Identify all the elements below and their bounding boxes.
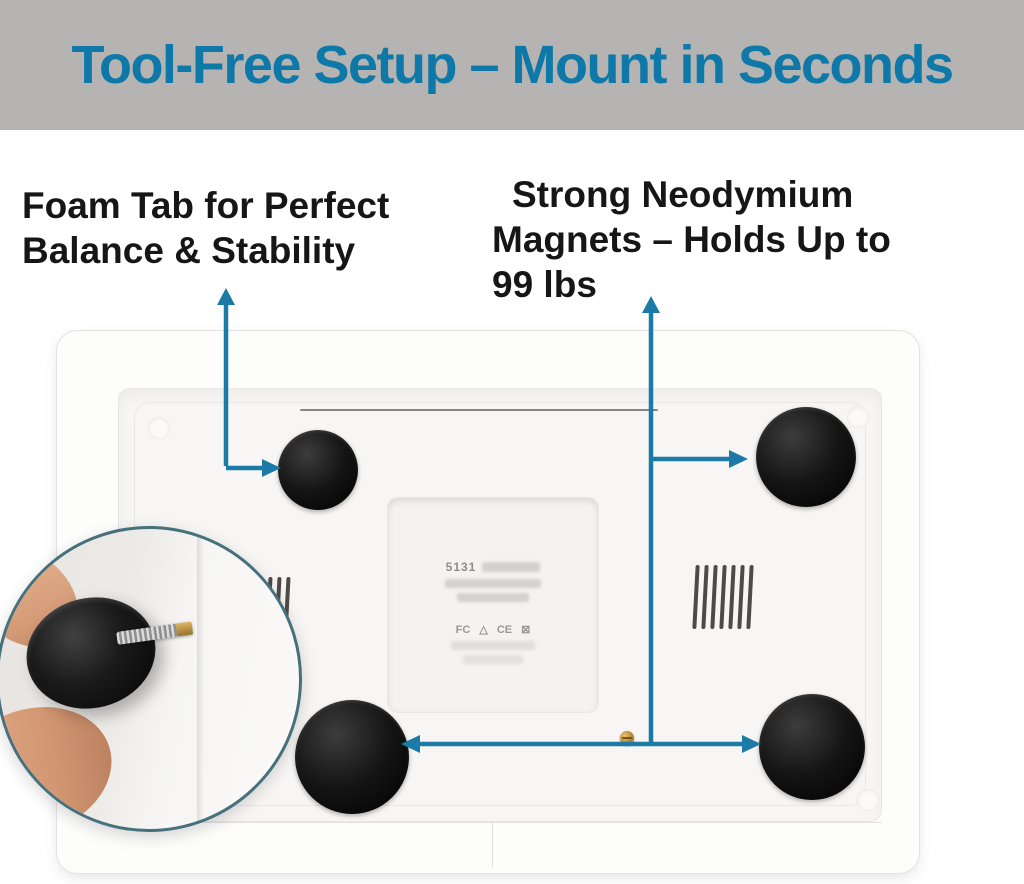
recycle-icon: △ (479, 624, 488, 636)
serial-row: 5131 (388, 560, 598, 574)
magnet-foot-top-right (756, 407, 856, 507)
blurred-text-bar (451, 641, 535, 650)
brass-stud-tip (175, 621, 194, 637)
panel-edge-shadow (197, 529, 204, 829)
blurred-text-bar (463, 655, 523, 664)
fcc-mark: FC (455, 624, 471, 636)
corner-indent (857, 789, 879, 811)
ce-mark: CE (496, 624, 513, 636)
bottom-seam-line (118, 822, 882, 823)
annotation-line: 99 lbs (492, 264, 597, 305)
page-title: Tool-Free Setup – Mount in Seconds (71, 35, 954, 95)
magnet-foot-top-left (278, 430, 358, 510)
corner-indent (847, 406, 869, 428)
annotation-magnets: Strong Neodymium Magnets – Holds Up to 9… (492, 172, 891, 307)
annotation-line: Foam Tab for Perfect (22, 185, 390, 226)
brass-screw (620, 731, 634, 745)
certification-marks: FC △ CE ⊠ (388, 624, 598, 636)
title-banner: Tool-Free Setup – Mount in Seconds (0, 0, 1024, 130)
screw-slot (622, 737, 632, 739)
vent-grille-right (692, 565, 754, 629)
corner-indent (148, 417, 170, 439)
blurred-text-bar (482, 562, 541, 572)
annotation-foam-tab: Foam Tab for Perfect Balance & Stability (22, 183, 389, 273)
serial-number: 5131 (445, 560, 477, 574)
weee-bin-icon: ⊠ (521, 624, 531, 636)
blurred-text-bar (457, 593, 529, 602)
blurred-text-bar (445, 579, 541, 588)
thumb (0, 687, 129, 829)
magnet-foot-bottom-right (759, 694, 865, 800)
label-recess: 5131 FC △ CE ⊠ (388, 498, 598, 712)
annotation-line: Magnets – Holds Up to (492, 219, 891, 260)
annotation-line: Balance & Stability (22, 230, 356, 271)
bottom-center-seam (492, 822, 493, 868)
magnet-detail-inset (0, 526, 302, 832)
annotation-line: Strong Neodymium (512, 174, 854, 215)
top-seam-line (300, 409, 658, 411)
magnet-foot-bottom-left (295, 700, 409, 814)
